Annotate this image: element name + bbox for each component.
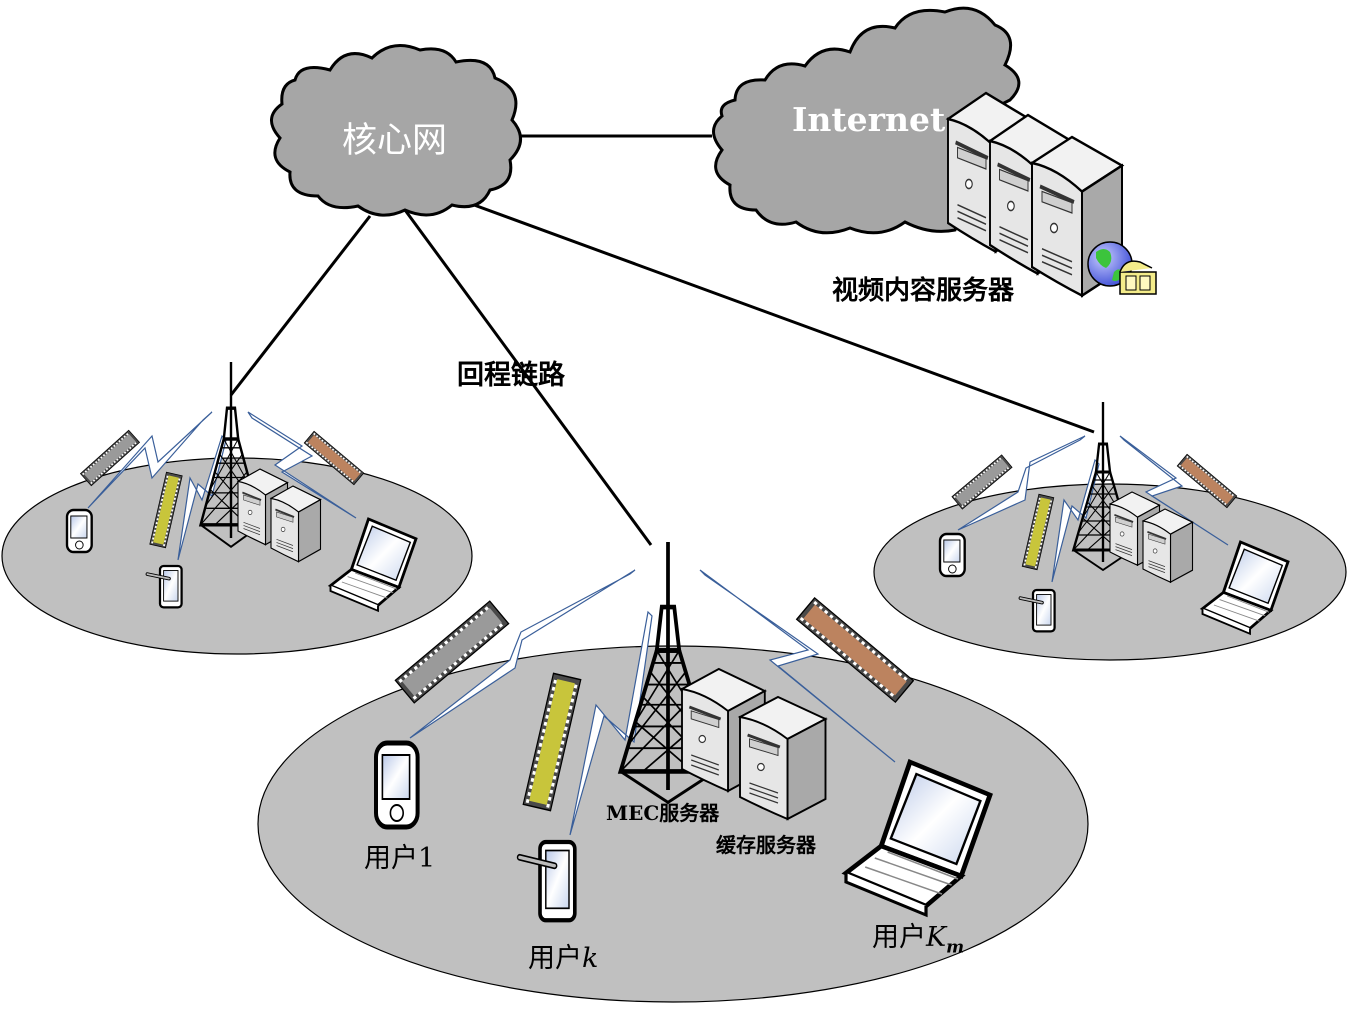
video-content-server xyxy=(946,91,1157,298)
user-1-label: 用户1 xyxy=(364,836,435,875)
film-strip-yellow-right xyxy=(1021,493,1055,571)
backhaul-right xyxy=(454,196,1095,434)
pda-device-user-1 xyxy=(376,743,418,827)
backhaul-left xyxy=(229,215,372,396)
backhaul-center xyxy=(403,209,653,546)
wired-links xyxy=(229,134,1095,546)
coverage-area-left xyxy=(1,457,473,655)
film-strip-orange-right xyxy=(1176,453,1238,509)
film-strip-gray-left xyxy=(80,429,140,487)
wireless-links-left xyxy=(87,411,357,561)
user-k-index: k xyxy=(582,943,599,974)
user-km-subscript: m xyxy=(946,937,965,958)
wireless-links-center-2 xyxy=(699,569,896,763)
user-k-label: 用户k xyxy=(528,936,598,975)
film-strip-orange-left xyxy=(303,430,365,486)
video-content-server-label: 视频内容服务器 xyxy=(832,276,1015,306)
film-strip-orange-center xyxy=(796,597,914,703)
cache-server-center xyxy=(738,695,827,821)
film-reel-icon xyxy=(1119,260,1157,295)
user-km-label: 用户Km xyxy=(872,915,964,957)
film-strip-gray-center xyxy=(394,600,510,704)
cache-server-label: 缓存服务器 xyxy=(716,833,816,857)
backhaul-link-label: 回程链路 xyxy=(457,360,565,391)
small-cell-left xyxy=(1,360,473,655)
user-km-index: K xyxy=(926,922,947,953)
user-1-prefix: 用户 xyxy=(364,843,418,874)
internet-label: Internet xyxy=(792,100,946,139)
mec-server-label: MEC服务器 xyxy=(606,801,720,825)
film-strip-yellow-center xyxy=(522,672,582,812)
pda-device-left xyxy=(65,508,93,554)
core-network-cloud xyxy=(270,44,522,217)
macro-cell-center xyxy=(257,542,1089,1003)
coverage-area-center xyxy=(257,645,1089,1003)
film-strip-yellow-left xyxy=(149,471,183,549)
core-network-label: 核心网 xyxy=(342,121,448,161)
user-k-prefix: 用户 xyxy=(528,943,582,974)
user-1-index: 1 xyxy=(418,843,436,874)
film-strip-gray-right xyxy=(951,454,1013,510)
pda-device-right xyxy=(938,532,966,578)
cache-server-left xyxy=(270,485,322,563)
user-km-prefix: 用户 xyxy=(872,922,926,953)
small-cell-right xyxy=(873,400,1347,661)
cache-server-right xyxy=(1142,508,1194,584)
